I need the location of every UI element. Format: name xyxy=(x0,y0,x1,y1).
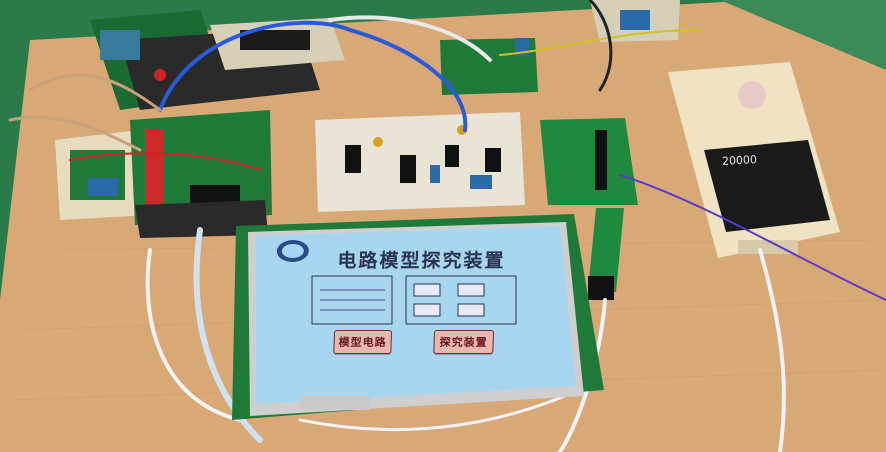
top-center-board xyxy=(440,38,538,95)
power-bank xyxy=(668,62,840,258)
center-left-pcb xyxy=(130,110,272,238)
lcd-module xyxy=(232,214,604,420)
explore-device-button[interactable]: 探究装置 xyxy=(433,330,495,354)
right-board xyxy=(540,118,638,205)
lcd-screen-ui: 电路模型探究装置 模型电路 探究装置 xyxy=(262,232,578,390)
left-board xyxy=(55,130,150,220)
university-logo-icon xyxy=(276,240,309,262)
model-circuit-button[interactable]: 模型电路 xyxy=(333,330,393,354)
lcd-title: 电路模型探究装置 xyxy=(337,250,506,272)
usb-dongle xyxy=(588,208,624,300)
middle-white-board xyxy=(315,112,525,212)
power-bank-capacity-label: 20000 xyxy=(721,153,758,168)
